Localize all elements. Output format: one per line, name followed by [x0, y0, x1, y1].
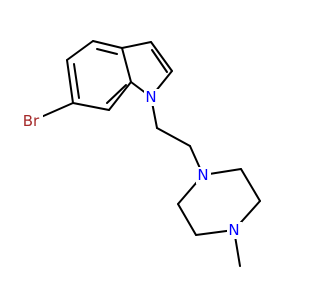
- bond: [121, 41, 152, 49]
- bond: [121, 47, 132, 83]
- atom-label-n-piperazine-4: N: [228, 221, 239, 239]
- bond: [108, 81, 132, 111]
- bond: [151, 49, 168, 73]
- molecule-structure: Br N N N: [20, 40, 261, 267]
- atom-labels: Br N N N: [20, 88, 242, 239]
- bond: [92, 40, 123, 49]
- bond: [73, 63, 80, 99]
- atom-n-piperazine-1: N: [196, 166, 211, 184]
- bond: [66, 59, 74, 104]
- bond: [150, 41, 173, 72]
- label-background: [227, 222, 242, 239]
- bond: [106, 84, 127, 104]
- label-background: [144, 89, 159, 106]
- bond-lines: [31, 40, 261, 267]
- bond: [156, 127, 191, 147]
- atom-n-indole: N: [144, 88, 159, 106]
- bond: [96, 48, 118, 55]
- label-background: [196, 167, 211, 184]
- atom-n-piperazine-4: N: [227, 221, 242, 239]
- atom-br: Br: [20, 112, 43, 130]
- bond: [240, 168, 261, 202]
- bond: [177, 203, 197, 236]
- atom-label-br: Br: [23, 112, 40, 130]
- bond: [66, 40, 94, 61]
- atom-label-n-indole: N: [145, 88, 156, 106]
- label-background: [20, 112, 43, 130]
- atom-label-n-piperazine-1: N: [197, 166, 208, 184]
- bond: [72, 102, 110, 111]
